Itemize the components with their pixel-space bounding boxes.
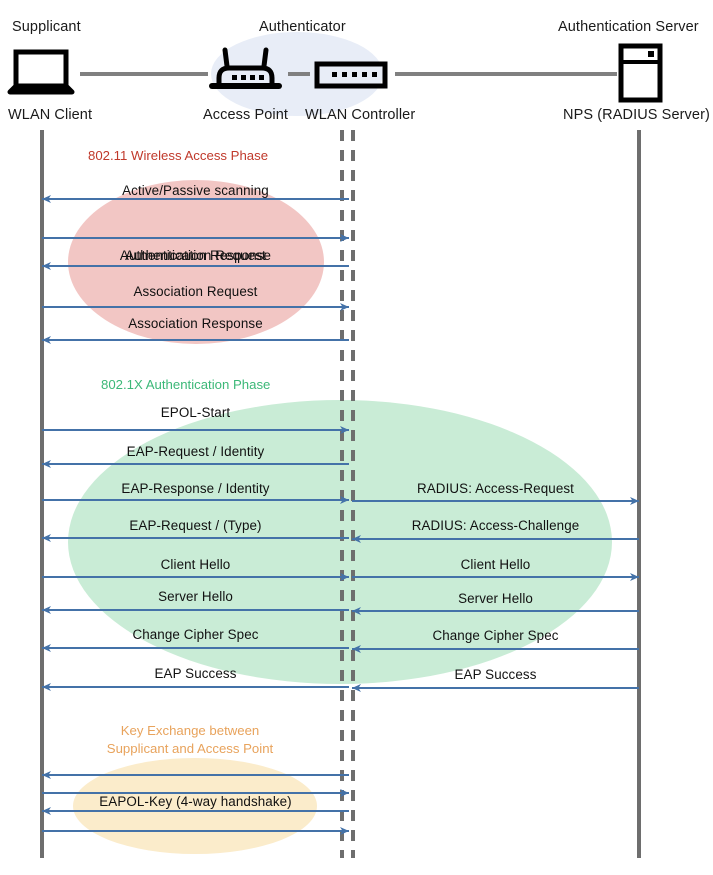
message-label-left-11: Change Cipher Spec — [132, 627, 259, 642]
actor-role-authenticator: Authenticator — [259, 19, 346, 35]
phase-title-dot1x-authentication: 802.1X Authentication Phase — [101, 377, 271, 392]
phase-title-key-exchange: Key Exchange between Supplicant and Acce… — [90, 722, 290, 758]
message-label-left-4: Association Response — [128, 316, 263, 331]
server-rack-icon — [618, 43, 663, 103]
actor-role-supplicant: Supplicant — [12, 19, 81, 35]
actor-device-access-point: Access Point — [203, 107, 289, 123]
message-label-left-10: Server Hello — [158, 589, 233, 604]
actor-device-nps-radius-server: NPS (RADIUS Server) — [563, 107, 710, 123]
message-label-right-1: RADIUS: Access-Challenge — [411, 518, 580, 533]
message-label-left-7: EAP-Response / Identity — [121, 481, 270, 496]
phase-title-key-exchange-line1: Key Exchange between — [120, 723, 260, 738]
ellipse-dot1x-authentication-phase — [68, 400, 612, 684]
message-label-right-0: RADIUS: Access-Request — [417, 481, 574, 496]
message-label-left-0: Active/Passive scanning — [122, 183, 269, 198]
actor-role-authentication-server: Authentication Server — [558, 19, 699, 35]
phase-title-key-exchange-line2: Supplicant and Access Point — [106, 741, 274, 756]
access-point-icon — [209, 47, 282, 89]
message-label-right-5: EAP Success — [454, 667, 537, 682]
lifelines — [40, 130, 641, 858]
message-label-right-4: Change Cipher Spec — [432, 628, 559, 643]
message-label-right-2: Client Hello — [460, 557, 531, 572]
laptop-icon — [7, 49, 75, 95]
actor-device-wlan-controller: WLAN Controller — [305, 107, 416, 123]
message-label-left-9: Client Hello — [160, 557, 231, 572]
message-arrows — [42, 195, 639, 835]
message-label-left-6: EAP-Request / Identity — [126, 444, 265, 459]
device-icons — [7, 43, 663, 103]
wlan-controller-icon — [314, 61, 388, 89]
message-label-right-3: Server Hello — [458, 591, 533, 606]
message-label-left-15: EAPOL-Key (4-way handshake) — [99, 794, 292, 809]
actor-device-wlan-client: WLAN Client — [8, 107, 93, 123]
message-label-left-8: EAP-Request / (Type) — [129, 518, 262, 533]
message-label-left-5: EPOL-Start — [160, 405, 231, 420]
message-label-left-3: Association Request — [133, 284, 258, 299]
ellipse-wireless-access-phase — [68, 180, 324, 344]
message-label-left-12: EAP Success — [154, 666, 237, 681]
phase-title-wireless-access: 802.11 Wireless Access Phase — [88, 148, 269, 163]
message-label-left-1: Authentication Request — [125, 248, 266, 263]
message-label-left-2: Authentication Response — [119, 248, 272, 263]
